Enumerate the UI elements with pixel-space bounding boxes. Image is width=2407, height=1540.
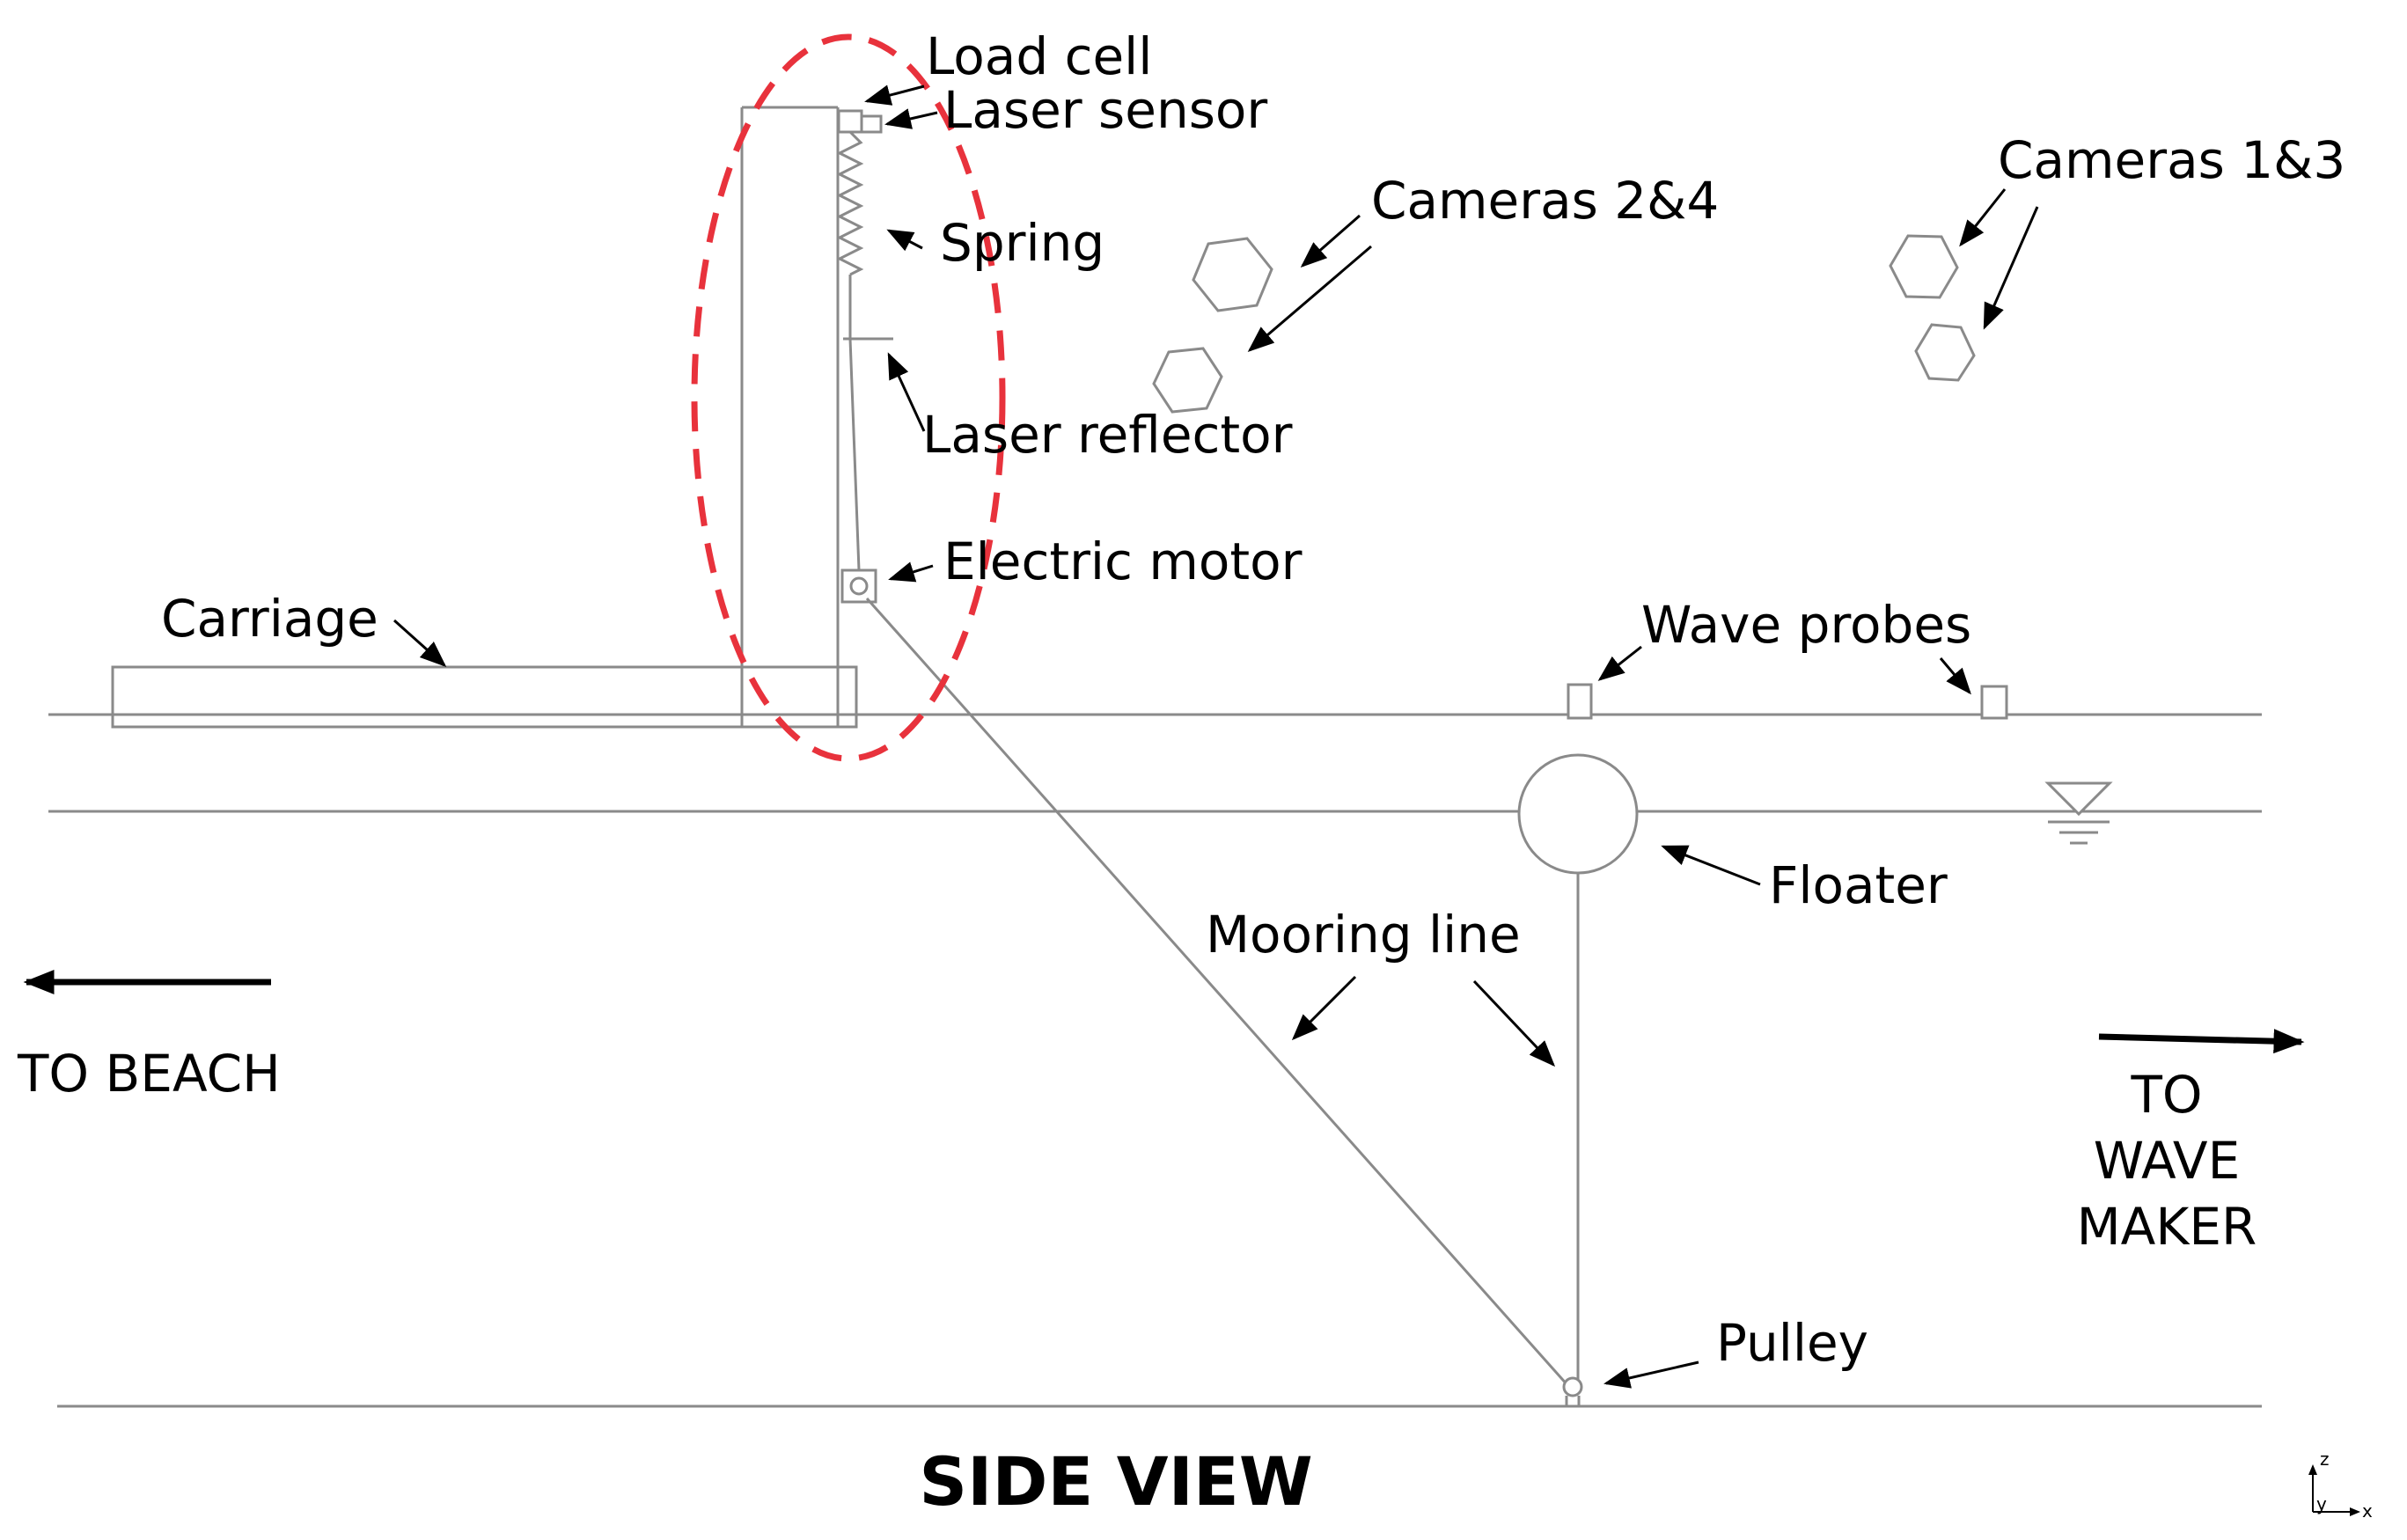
cameras-2-4-arrow-a (1300, 214, 1361, 268)
spring (836, 130, 864, 276)
wave-probe-2-arrow (1939, 657, 1971, 695)
wave-probes-label: Wave probes (1641, 595, 1971, 655)
to-wave-maker-label-line-2: WAVE (2094, 1131, 2240, 1191)
axis-y-label: y (2316, 1493, 2327, 1514)
pulley-label: Pulley (1716, 1313, 1868, 1373)
mooring-line-label: Mooring line (1206, 905, 1521, 964)
load-cell-arrow (864, 84, 925, 106)
axis-z-label: z (2320, 1448, 2330, 1470)
spring-arrow (886, 229, 923, 252)
mooring-line-arrow-b (1472, 979, 1556, 1067)
pulley-arrow (1603, 1360, 1699, 1389)
electric-motor-label: Electric motor (943, 532, 1303, 591)
laser-reflector-label: Laser reflector (922, 405, 1293, 465)
pulley (1562, 1376, 1583, 1397)
camera-4-icon (1152, 347, 1223, 414)
carriage-label: Carriage (161, 589, 378, 649)
laser-sensor-arrow (884, 108, 938, 129)
cameras-1-3-arrow-b (1983, 206, 2039, 330)
to-wave-maker-arrow (2098, 1029, 2305, 1054)
laser-sensor-label: Laser sensor (943, 80, 1267, 140)
camera-2-icon (1192, 237, 1273, 312)
load-cell (837, 109, 863, 134)
floater (1517, 753, 1639, 875)
to-wave-maker-label-line-1: TO (2130, 1065, 2202, 1125)
carriage-arrow (393, 619, 447, 668)
electric-motor-shaft (849, 576, 869, 596)
laser-reflector-arrow (887, 352, 926, 432)
cameras-2-4-label: Cameras 2&4 (1371, 171, 1719, 231)
floater-label: Floater (1769, 855, 1948, 915)
camera-1-icon (1889, 234, 1959, 299)
cameras-1-3-arrow-a (1959, 188, 2007, 247)
wave-probe-1-arrow (1597, 645, 1642, 681)
highlight-ellipse (691, 33, 1006, 762)
mooring-line-diagonal (865, 598, 1570, 1387)
to-beach-label: TO BEACH (17, 1044, 281, 1104)
wave-probe-1 (1567, 683, 1593, 720)
cameras-1-3-label: Cameras 1&3 (1998, 130, 2345, 190)
cameras-2-4-arrow-b (1247, 245, 1372, 352)
carriage-body (111, 665, 858, 729)
spring-label: Spring (940, 213, 1104, 273)
camera-3-icon (1914, 323, 1976, 382)
electric-motor-arrow (888, 561, 934, 583)
water-level-icon (2044, 781, 2113, 817)
load-cell-label: Load cell (926, 26, 1152, 86)
electric-motor (840, 568, 877, 604)
side-view-title: SIDE VIEW (919, 1442, 1312, 1521)
to-wave-maker-label-line-3: MAKER (2077, 1197, 2257, 1257)
floater-arrow (1661, 845, 1761, 886)
mooring-line-arrow-a (1291, 975, 1357, 1041)
axis-triad-icon: z x y (2308, 1448, 2373, 1522)
laser-sensor (860, 114, 883, 134)
wave-probe-2 (1980, 685, 2008, 720)
reflector-to-motor-line (848, 338, 861, 571)
axis-x-label: x (2362, 1500, 2373, 1522)
